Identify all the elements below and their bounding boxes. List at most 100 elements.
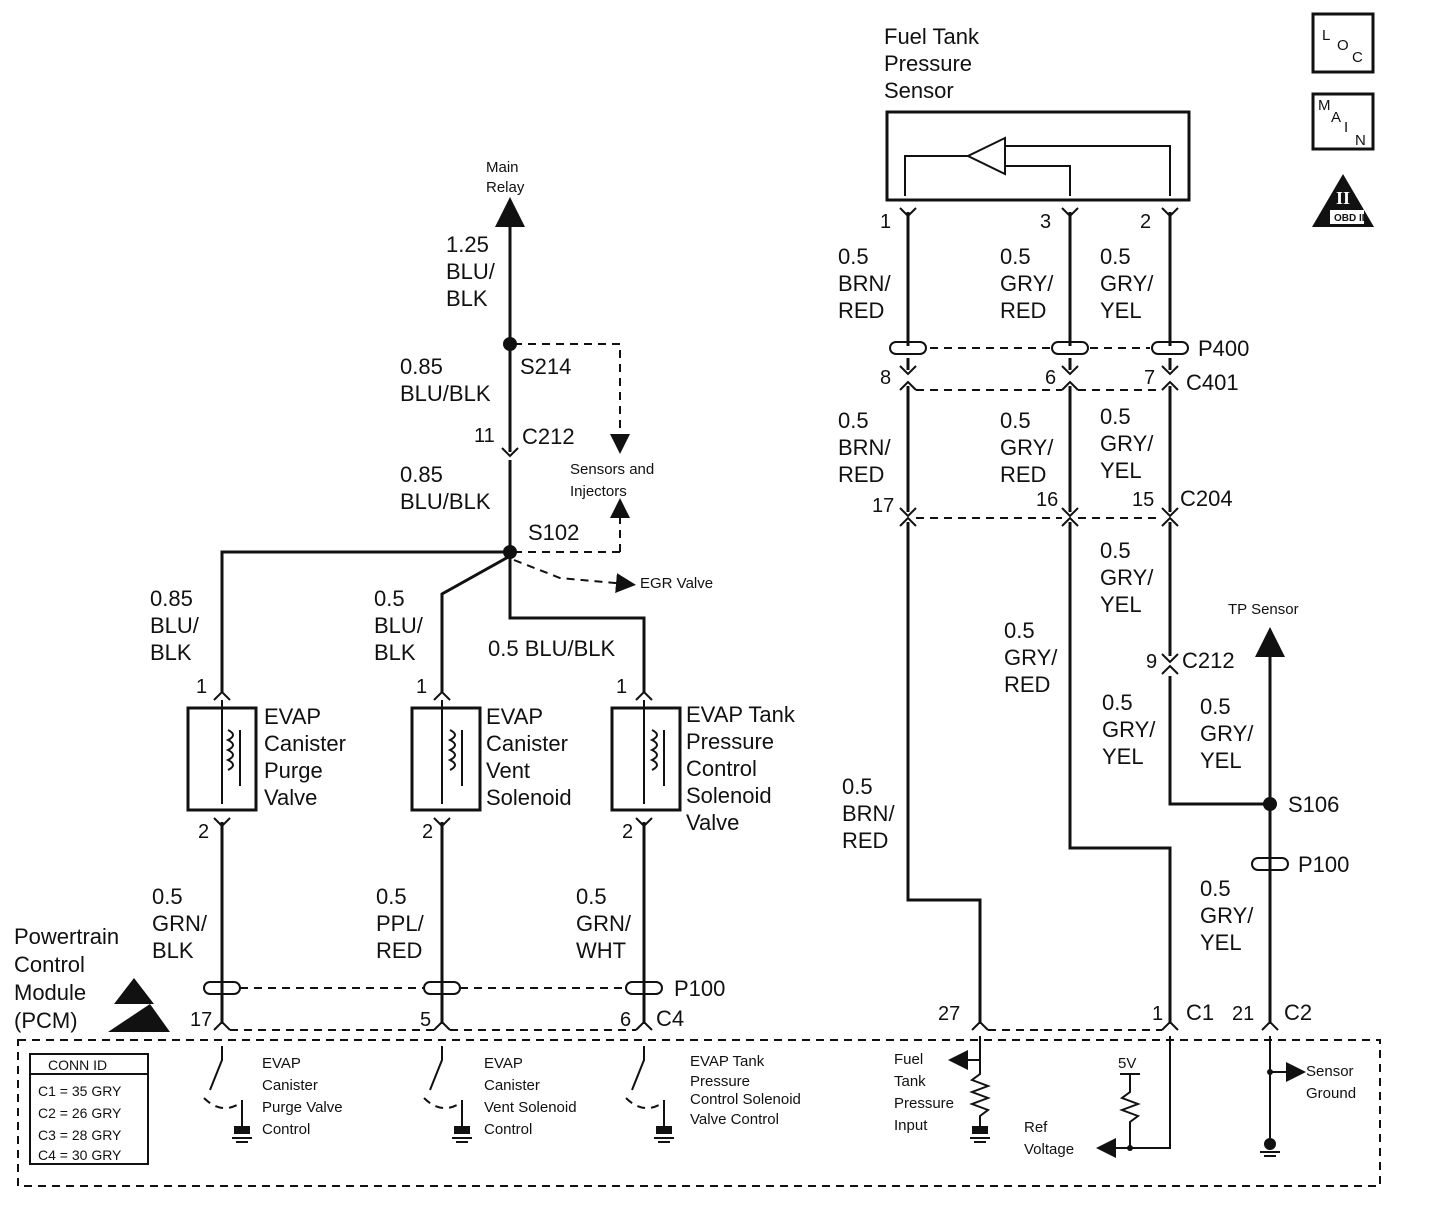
svg-text:Purge Valve: Purge Valve xyxy=(262,1099,343,1116)
svg-text:A: A xyxy=(1331,109,1341,126)
sensor-ground: Sensor Ground xyxy=(1260,1036,1356,1157)
svg-text:0.5: 0.5 xyxy=(1000,408,1031,433)
svg-text:1: 1 xyxy=(196,676,207,698)
svg-text:GRN/: GRN/ xyxy=(152,911,208,936)
obd-ii-icon[interactable]: OBD II II xyxy=(1312,174,1374,227)
svg-text:0.5: 0.5 xyxy=(838,408,869,433)
loc-icon[interactable]: L O C xyxy=(1311,12,1375,74)
svg-text:GRN/: GRN/ xyxy=(576,911,632,936)
svg-text:2: 2 xyxy=(422,821,433,843)
svg-text:P100: P100 xyxy=(1298,852,1349,877)
esd-warning-icon xyxy=(108,978,170,1032)
svg-text:Vent Solenoid: Vent Solenoid xyxy=(484,1099,577,1116)
svg-text:RED: RED xyxy=(838,462,884,487)
purge-valve-driver: EVAP Canister Purge Valve Control xyxy=(203,1046,343,1143)
main-icon[interactable]: M A I N xyxy=(1311,92,1375,151)
svg-text:0.5: 0.5 xyxy=(1000,244,1031,269)
wire-label-c204-2: 0.5 GRY/ RED xyxy=(1004,618,1058,697)
svg-text:RED: RED xyxy=(842,828,888,853)
svg-text:C4 = 30 GRY: C4 = 30 GRY xyxy=(38,1147,122,1163)
svg-text:I: I xyxy=(1344,119,1348,136)
wire-label-s214: 0.85 BLU/BLK xyxy=(400,354,491,406)
pcm-label: Powertrain Control Module (PCM) xyxy=(14,924,119,1033)
svg-text:C1 = 35 GRY: C1 = 35 GRY xyxy=(38,1083,122,1099)
svg-text:Ground: Ground xyxy=(1306,1085,1356,1102)
fuel-tank-pressure-input: Fuel Tank Pressure Input xyxy=(894,1036,991,1143)
wire-label-vent-out: 0.5 PPL/ RED xyxy=(376,884,425,963)
svg-text:Canister: Canister xyxy=(484,1077,540,1094)
connector-c204: 17 16 15 C204 xyxy=(872,486,1233,527)
svg-text:Pressure: Pressure xyxy=(686,729,774,754)
svg-text:Pressure: Pressure xyxy=(690,1073,750,1090)
connector-c1: 27 1 C1 xyxy=(938,1000,1214,1031)
wire-label-c204-1: 0.5 BRN/ RED xyxy=(842,774,895,853)
wire-label-c212-left: 0.85 BLU/BLK xyxy=(400,462,491,514)
svg-text:Vent: Vent xyxy=(486,758,530,783)
fuel-tank-pressure-sensor: Fuel Tank Pressure Sensor 1 3 2 xyxy=(880,24,1191,233)
svg-text:EVAP Tank: EVAP Tank xyxy=(690,1053,765,1070)
wire-label-tp: 0.5 GRY/ YEL xyxy=(1200,694,1254,773)
svg-text:0.5: 0.5 xyxy=(376,884,407,909)
wire-label-main-relay: 1.25 BLU/ BLK xyxy=(446,232,496,311)
wire-label-purge-feed: 0.85 BLU/ BLK xyxy=(150,586,200,665)
svg-text:C2: C2 xyxy=(1284,1000,1312,1025)
wire-label-sensor-2: 0.5 GRY/ YEL xyxy=(1100,244,1154,323)
svg-text:GRY/: GRY/ xyxy=(1102,717,1156,742)
svg-text:O: O xyxy=(1337,37,1349,54)
svg-text:P100: P100 xyxy=(674,976,725,1001)
svg-text:N: N xyxy=(1355,132,1366,149)
svg-text:0.5: 0.5 xyxy=(1200,694,1231,719)
connector-p100-right: P100 xyxy=(1251,852,1349,877)
svg-text:15: 15 xyxy=(1132,489,1154,511)
svg-text:Control Solenoid: Control Solenoid xyxy=(690,1091,801,1108)
svg-text:RED: RED xyxy=(1000,462,1046,487)
svg-text:M: M xyxy=(1318,97,1331,114)
svg-text:C4: C4 xyxy=(656,1006,684,1031)
svg-text:1: 1 xyxy=(880,211,891,233)
svg-text:EVAP: EVAP xyxy=(486,704,543,729)
wire-label-tank-feed: 0.5 BLU/BLK xyxy=(488,636,616,661)
svg-text:GRY/: GRY/ xyxy=(1000,271,1054,296)
connector-c401: 8 6 7 C401 xyxy=(880,358,1239,395)
svg-text:GRY/: GRY/ xyxy=(1004,645,1058,670)
svg-text:YEL: YEL xyxy=(1100,298,1142,323)
svg-text:0.85: 0.85 xyxy=(400,462,443,487)
wire-label-purge-out: 0.5 GRN/ BLK xyxy=(152,884,208,963)
svg-text:Input: Input xyxy=(894,1117,928,1134)
wire-label-c212-right: 0.5 GRY/ YEL xyxy=(1102,690,1156,769)
svg-text:8: 8 xyxy=(880,367,891,389)
svg-text:WHT: WHT xyxy=(576,938,626,963)
dest-tp-sensor: TP Sensor xyxy=(1228,601,1299,618)
svg-text:YEL: YEL xyxy=(1200,748,1242,773)
svg-text:Voltage: Voltage xyxy=(1024,1141,1074,1158)
svg-text:RED: RED xyxy=(376,938,422,963)
svg-text:Canister: Canister xyxy=(486,731,568,756)
svg-text:Pressure: Pressure xyxy=(894,1095,954,1112)
svg-text:2: 2 xyxy=(1140,211,1151,233)
svg-text:EVAP: EVAP xyxy=(262,1055,301,1072)
wire-label-p100-right: 0.5 GRY/ YEL xyxy=(1200,876,1254,955)
svg-text:(PCM): (PCM) xyxy=(14,1008,78,1033)
vent-solenoid-driver: EVAP Canister Vent Solenoid Control xyxy=(423,1046,577,1143)
wire-label-c401-1: 0.5 BRN/ RED xyxy=(838,408,891,487)
svg-text:Purge: Purge xyxy=(264,758,323,783)
svg-text:PPL/: PPL/ xyxy=(376,911,425,936)
svg-text:C2 = 26 GRY: C2 = 26 GRY xyxy=(38,1105,122,1121)
dest-egr-valve: EGR Valve xyxy=(640,575,713,592)
dest-main-relay-1: Main xyxy=(486,159,519,176)
svg-text:YEL: YEL xyxy=(1100,592,1142,617)
svg-text:Valve: Valve xyxy=(686,810,739,835)
wire-label-c401-3: 0.5 GRY/ RED xyxy=(1000,408,1054,487)
svg-text:EVAP Tank: EVAP Tank xyxy=(686,702,796,727)
svg-text:0.5: 0.5 xyxy=(1100,244,1131,269)
wire-label-c401-2: 0.5 GRY/ YEL xyxy=(1100,404,1154,483)
svg-text:Solenoid: Solenoid xyxy=(486,785,572,810)
connector-c2: 21 C2 xyxy=(1232,1000,1312,1031)
svg-text:1: 1 xyxy=(416,676,427,698)
connector-c4: 17 5 6 C4 xyxy=(190,1006,684,1031)
svg-text:C1: C1 xyxy=(1186,1000,1214,1025)
wire-label-vent-feed: 0.5 BLU/ BLK xyxy=(374,586,424,665)
svg-text:BLU/BLK: BLU/BLK xyxy=(400,489,491,514)
pcm-boundary xyxy=(17,1039,1381,1187)
